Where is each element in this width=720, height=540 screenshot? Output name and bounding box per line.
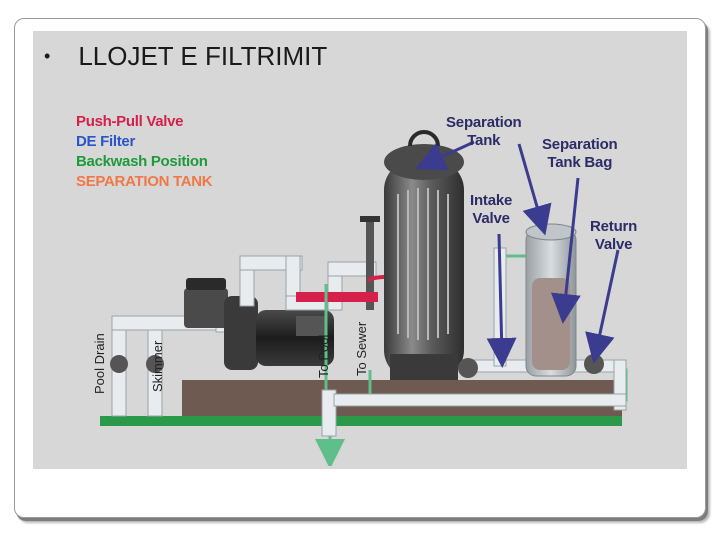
label-separation-tank-bag: Separation Tank Bag: [542, 136, 618, 172]
slide-title: • LLOJET E FILTRIMIT: [44, 36, 327, 76]
label-separation-tank-bag-line1: Separation: [542, 136, 618, 153]
callout-arrows: [415, 140, 620, 368]
push-pull-valve-red-flow: [296, 292, 378, 302]
label-separation-tank-line1: Separation: [446, 114, 522, 131]
de-filter-tank: [384, 130, 464, 380]
pump-assembly: [184, 278, 334, 370]
skimmer-valve: [146, 355, 164, 373]
intake-valve-body: [458, 358, 478, 378]
ground-strip: [100, 416, 622, 426]
label-separation-tank-bag-line2: Tank Bag: [547, 154, 613, 171]
label-return-valve-line2: Valve: [594, 236, 633, 253]
label-intake-valve-line1: Intake: [470, 192, 513, 209]
label-separation-tank-line2: Tank: [467, 132, 501, 149]
push-pull-valve-rod: [366, 220, 374, 310]
label-intake-valve: Intake Valve: [470, 192, 512, 228]
label-separation-tank: Separation Tank: [446, 114, 522, 150]
label-return-valve-line1: Return: [590, 218, 638, 235]
label-skimmer: Skimmer: [150, 340, 165, 392]
label-to-pool: To Pool: [316, 334, 331, 378]
legend-separation-tank: SEPARATION TANK: [76, 173, 213, 190]
diagram-graphics: [100, 130, 628, 466]
label-pool-drain: Pool Drain: [92, 333, 107, 394]
bullet-glyph: •: [44, 45, 51, 66]
legend-de-filter: DE Filter: [76, 133, 135, 150]
slide-title-text: LLOJET E FILTRIMIT: [78, 40, 328, 71]
label-return-valve: Return Valve: [590, 218, 637, 254]
pool-filter-diagram: [34, 34, 686, 466]
legend-backwash-position: Backwash Position: [76, 153, 208, 170]
diagram-legend: Push-Pull Valve DE Filter Backwash Posit…: [76, 112, 213, 192]
label-intake-valve-line2: Valve: [472, 210, 510, 227]
return-valve-body: [584, 354, 604, 374]
legend-push-pull-valve: Push-Pull Valve: [76, 113, 184, 130]
push-pull-valve-handle: [360, 216, 380, 222]
pool-drain-valve: [110, 355, 128, 373]
separation-tank: [525, 223, 577, 377]
label-to-sewer: To Sewer: [354, 321, 369, 376]
